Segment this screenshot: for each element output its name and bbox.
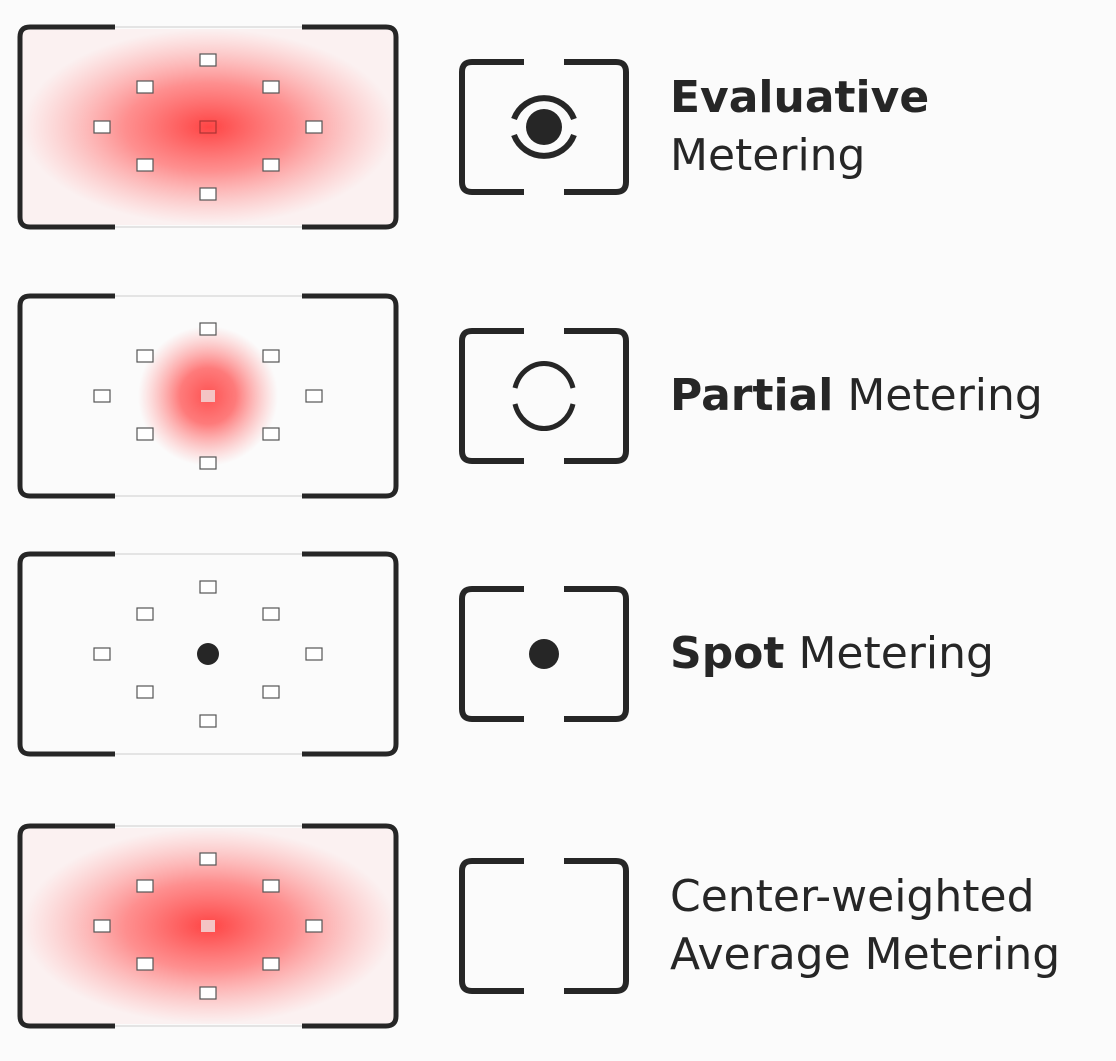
bracket-left-icon [459,59,524,195]
af-point [262,607,280,621]
viewfinder-frame-right [302,293,399,499]
mode-suffix: Metering [833,370,1043,421]
af-point [136,427,154,441]
mode-label-partial: Partial Metering [670,367,1043,425]
af-point [199,580,217,594]
bracket-left-icon [459,858,524,994]
arc-icon [512,403,576,431]
af-point [136,879,154,893]
partial-metering-icon [459,328,629,464]
af-point [305,120,323,134]
af-point [262,80,280,94]
arc-icon [512,361,576,389]
viewfinder-frame-left [17,293,115,499]
af-point [305,919,323,933]
mode-suffix-line2: Average Metering [670,929,1061,980]
af-point [136,158,154,172]
af-point [199,852,217,866]
row-spot [17,551,629,757]
af-point [93,919,111,933]
viewfinder-frame-right [302,551,399,757]
af-point [262,879,280,893]
bracket-right-icon [564,586,629,722]
af-point [262,957,280,971]
af-point [305,647,323,661]
af-point [136,607,154,621]
af-point [262,158,280,172]
spot-dot [197,643,219,665]
center-weighted-metering-icon [459,858,629,994]
row-partial [17,293,629,499]
mode-name: Spot [670,628,785,679]
af-point [305,389,323,403]
af-point-center [201,390,215,402]
mode-suffix: Metering [784,628,994,679]
af-point-center [201,920,215,932]
af-point [136,957,154,971]
bracket-left-icon [459,586,524,722]
af-point [199,986,217,1000]
af-point [93,389,111,403]
viewfinder-frame-left [17,551,115,757]
af-point [262,685,280,699]
bracket-left-icon [459,328,524,464]
mode-suffix: Center-weighted [670,871,1035,922]
af-point [93,647,111,661]
bracket-right-icon [564,328,629,464]
af-point [262,427,280,441]
dot-icon [529,639,559,669]
mode-suffix: Metering [670,130,866,181]
mode-name: Evaluative [670,72,930,123]
af-point [93,120,111,134]
viewfinder-frame-left [17,823,115,1029]
viewfinder-frame-right [302,24,399,230]
row-center-weighted [17,823,629,1029]
af-point [262,349,280,363]
bracket-right-icon [564,59,629,195]
spot-metering-icon [459,586,629,722]
af-point [136,349,154,363]
af-point [199,322,217,336]
mode-label-spot: Spot Metering [670,625,994,683]
af-point [199,456,217,470]
af-point-center [199,120,217,134]
af-point [136,685,154,699]
af-point [199,714,217,728]
dot-icon [526,109,562,145]
viewfinder-frame-right [302,823,399,1029]
arc-icon [511,95,577,121]
evaluative-metering-icon [459,59,629,195]
af-point [199,53,217,67]
viewfinder-frame-left [17,24,115,230]
row-evaluative [17,24,629,230]
af-point [136,80,154,94]
mode-name: Partial [670,370,834,421]
arc-icon [511,133,577,159]
bracket-right-icon [564,858,629,994]
af-point [199,187,217,201]
